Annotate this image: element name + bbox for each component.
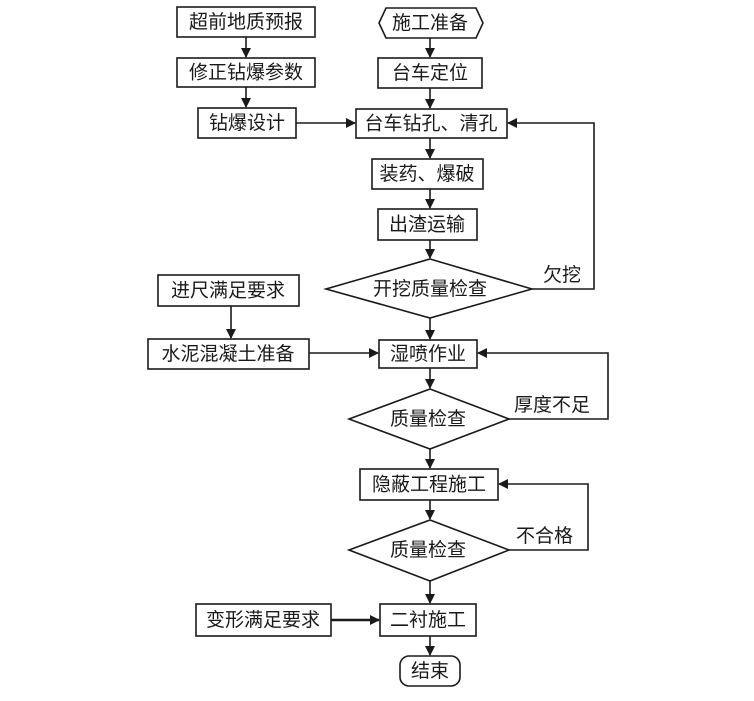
node-concrete-prep-box [147, 338, 310, 370]
start-node: 施工准备 [378, 7, 484, 39]
node-excavation-check-label: 开挖质量检查 [373, 278, 487, 300]
node-drill-clean-box [355, 108, 508, 139]
node-quality-check-1-label: 质量检查 [390, 408, 466, 430]
node-muck-haul: 出渣运输 [377, 208, 478, 241]
node-quality-check-1-diamond [346, 388, 512, 450]
edge-loop-under-excavation [507, 118, 595, 290]
node-rig-position-label: 台车定位 [392, 62, 468, 84]
end-label: 结束 [411, 660, 449, 682]
node-concrete-prep-label: 水泥混凝土准备 [161, 343, 294, 365]
node-blast-design: 钻爆设计 [197, 107, 297, 139]
node-adjust-params: 修正钻爆参数 [176, 57, 316, 88]
start-hexagon [378, 7, 484, 39]
node-rig-position-box [377, 57, 483, 89]
node-adjust-params-label: 修正钻爆参数 [189, 62, 303, 84]
node-shotcrete: 湿喷作业 [378, 339, 478, 369]
node-concealed-work: 隐蔽工程施工 [359, 468, 499, 501]
edge-loop-unqualified [498, 479, 589, 551]
end-node: 结束 [399, 655, 461, 687]
label-under-excavation: 欠挖 [543, 264, 581, 286]
node-secondary-lining-box [379, 603, 477, 637]
node-advance-req-label: 进尺满足要求 [171, 280, 285, 302]
node-concealed-work-label: 隐蔽工程施工 [372, 474, 486, 496]
node-concealed-work-box [359, 468, 499, 501]
label-thickness-short: 厚度不足 [514, 394, 590, 416]
node-advance-req: 进尺满足要求 [157, 274, 300, 307]
node-deform-req-label: 变形满足要求 [206, 609, 320, 631]
node-quality-check-2-label: 质量检查 [390, 539, 466, 561]
node-geo-forecast: 超前地质预报 [176, 6, 316, 38]
node-secondary-lining: 二衬施工 [379, 603, 477, 637]
node-deform-req: 变形满足要求 [195, 603, 332, 637]
label-unqualified: 不合格 [516, 525, 573, 547]
node-geo-forecast-label: 超前地质预报 [189, 11, 303, 33]
node-quality-check-2-diamond [346, 519, 512, 582]
node-rig-position: 台车定位 [377, 57, 483, 89]
node-quality-check-1: 质量检查 [346, 388, 512, 450]
node-secondary-lining-label: 二衬施工 [390, 609, 466, 631]
node-shotcrete-label: 湿喷作业 [390, 343, 466, 365]
node-advance-req-box [157, 274, 300, 307]
edge-loop-thickness-short [477, 348, 609, 420]
node-concrete-prep: 水泥混凝土准备 [147, 338, 310, 370]
connectors [226, 37, 609, 656]
node-excavation-check: 开挖质量检查 [323, 258, 535, 319]
start-label: 施工准备 [392, 12, 468, 34]
node-shotcrete-box [378, 339, 478, 369]
node-charge-blast-box [371, 158, 484, 190]
node-charge-blast: 装药、爆破 [371, 158, 484, 190]
node-charge-blast-label: 装药、爆破 [379, 163, 474, 185]
node-blast-design-box [197, 107, 297, 139]
node-muck-haul-label: 出渣运输 [389, 214, 465, 236]
node-adjust-params-box [176, 57, 316, 88]
end-rounded-box [399, 655, 461, 687]
node-drill-clean: 台车钻孔、清孔 [355, 108, 508, 139]
node-geo-forecast-box [176, 6, 316, 38]
node-deform-req-box [195, 603, 332, 637]
node-excavation-check-diamond [323, 258, 535, 319]
node-drill-clean-label: 台车钻孔、清孔 [364, 113, 497, 135]
node-muck-haul-box [377, 208, 478, 241]
node-quality-check-2: 质量检查 [346, 519, 512, 582]
node-blast-design-label: 钻爆设计 [209, 112, 285, 134]
